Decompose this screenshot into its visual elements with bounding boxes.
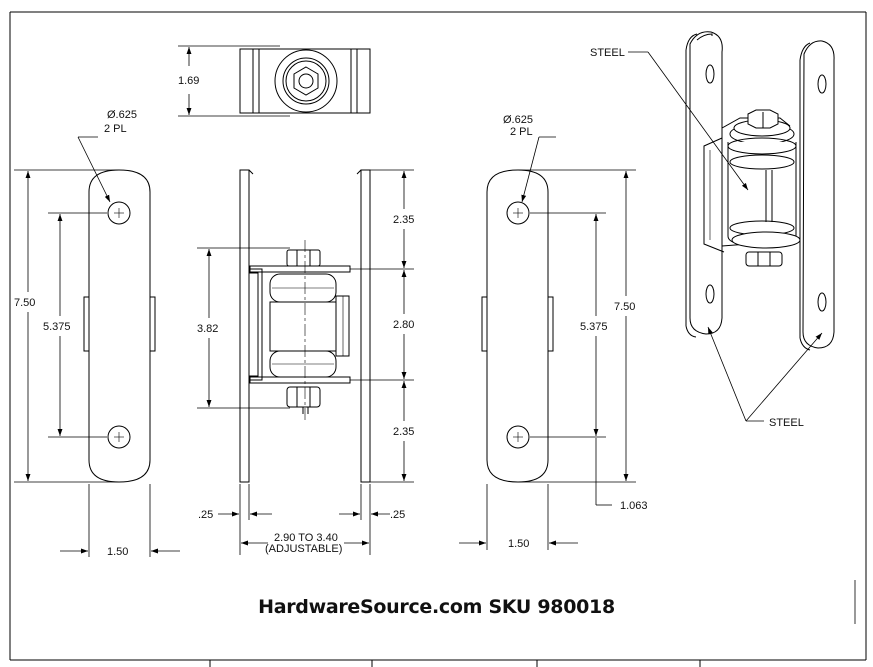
- dim-plate-thickness-left: .25: [198, 509, 213, 521]
- left-plate-view: [83, 169, 156, 483]
- dim-middle-gap: 2.80: [393, 319, 414, 331]
- dim-plate-spread-note: (ADJUSTABLE): [265, 543, 342, 555]
- drawing-border: [9, 11, 867, 667]
- dim-barrel-height: 3.82: [197, 323, 218, 335]
- callout-steel-top: STEEL: [590, 47, 625, 59]
- dim-plate-width-left: 1.50: [107, 546, 128, 558]
- dim-plate-spread: 2.90 TO 3.40: [274, 532, 338, 544]
- right-plate-dimensions: [459, 136, 636, 550]
- front-view: [239, 169, 371, 483]
- dim-hole-spacing-left: 5.375: [43, 321, 71, 333]
- dim-top-view-width: 1.69: [178, 75, 199, 87]
- material-leaders: [628, 51, 823, 422]
- front-view-dimensions: [197, 169, 414, 555]
- dim-overall-length-left: 7.50: [14, 297, 35, 309]
- isometric-view: [685, 31, 835, 351]
- right-plate-view: [481, 169, 554, 483]
- dim-plate-thickness-right: .25: [390, 509, 405, 521]
- dim-lower-offset: 2.35: [393, 426, 414, 438]
- dim-hole-diameter-left: Ø.625: [107, 109, 137, 121]
- dim-hole-count-left: 2 PL: [104, 123, 127, 135]
- callout-steel-bottom: STEEL: [769, 417, 804, 429]
- dim-upper-offset: 2.35: [393, 214, 414, 226]
- sku-caption: HardwareSource.com SKU 980018: [258, 596, 615, 618]
- top-view-dimension: [178, 45, 290, 117]
- left-plate-dimensions: [14, 136, 180, 557]
- dim-plate-width-right: 1.50: [508, 538, 529, 550]
- dim-edge-offset: 1.063: [620, 500, 648, 512]
- dim-overall-length-right: 7.50: [614, 301, 635, 313]
- dim-hole-count-right: 2 PL: [510, 126, 533, 138]
- dim-hole-spacing-right: 5.375: [580, 321, 608, 333]
- top-view: [239, 48, 371, 114]
- dim-hole-diameter-right: Ø.625: [503, 114, 533, 126]
